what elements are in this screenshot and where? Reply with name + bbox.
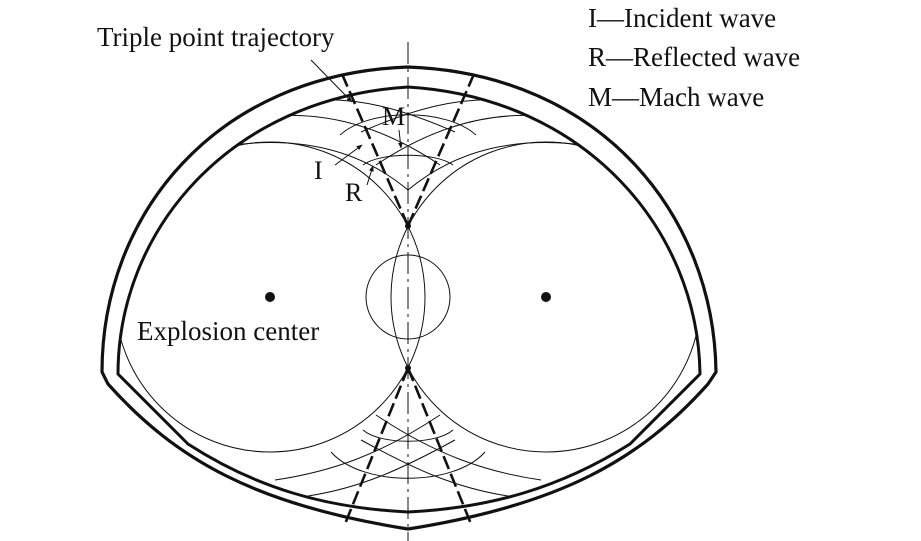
triple-point-trajectory-bottom-left [343, 367, 410, 525]
incident-wave-label: I [314, 156, 323, 185]
outer-lining [100, 65, 718, 531]
incident-wave-top-right-2 [375, 114, 542, 166]
reflected-leader [366, 165, 374, 186]
incident-wave-top-right-1 [407, 142, 592, 191]
triple-point-leader [310, 59, 353, 103]
right-blast-front [390, 141, 700, 453]
explosion-center-left [265, 292, 275, 302]
explosion-center-right [541, 292, 551, 302]
triple-point-trajectory-label: Triple point trajectory [97, 22, 335, 52]
incident-wave-bottom-right-1 [375, 414, 542, 481]
inner-lining [116, 85, 702, 514]
triple-point-trajectory-bottom-right [406, 367, 473, 525]
reflected-wave-label: R [345, 178, 363, 207]
triple-point-trajectory-top-right [406, 73, 476, 227]
triple-point-trajectory-top-left [340, 73, 410, 227]
incident-wave-bottom-left-1 [274, 414, 441, 481]
legend-item-mach: M—Mach wave [588, 82, 765, 112]
incident-wave-top-left-1 [224, 142, 409, 191]
legend-item-reflected: R—Reflected wave [588, 42, 801, 72]
triple-point-bottom [405, 365, 411, 371]
explosion-center-label: Explosion center [137, 316, 320, 346]
incident-wave-top-left-2 [274, 114, 441, 166]
triple-point-top [405, 223, 411, 229]
left-blast-front [118, 141, 426, 453]
mach-leader [398, 129, 403, 149]
incident-leader [334, 144, 363, 166]
legend-item-incident: I—Incident wave [588, 3, 777, 33]
mach-wave-label: M [382, 102, 406, 131]
